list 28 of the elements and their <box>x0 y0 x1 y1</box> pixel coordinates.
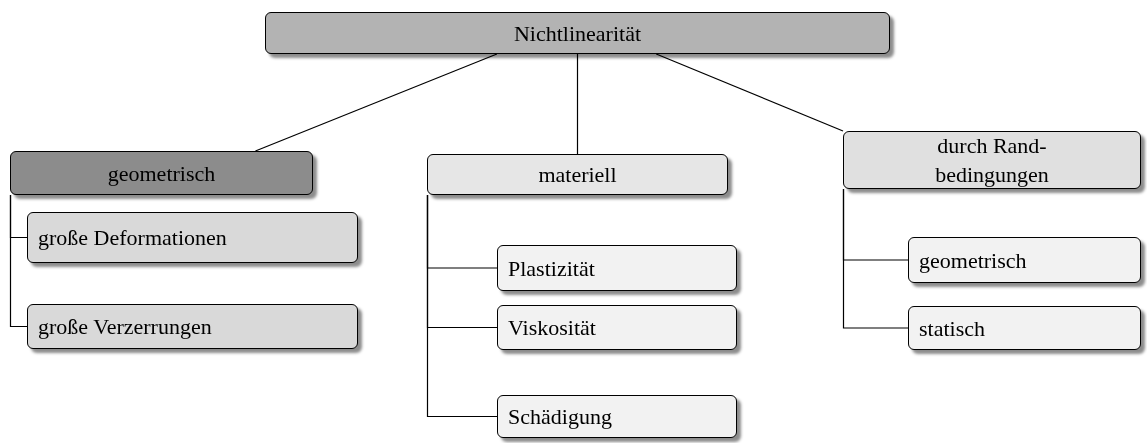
category-box <box>497 395 737 438</box>
box-label: geometrisch <box>107 159 216 188</box>
category-box <box>843 131 1141 189</box>
box-label: materiell <box>538 161 617 189</box>
category-box <box>497 305 737 350</box>
connector-line <box>655 53 844 132</box>
category-box <box>265 12 890 54</box>
category-box <box>10 151 313 195</box>
box-label: statisch <box>919 314 985 343</box>
box-label: Viskosität <box>508 314 596 342</box>
connector-line <box>576 53 579 155</box>
connector-line <box>842 188 909 329</box>
category-box <box>27 304 358 349</box>
category-box <box>908 237 1141 283</box>
category-box <box>497 245 737 291</box>
box-label: große Verzerrungen <box>38 313 212 341</box>
box-label: durch Rand- bedingungen <box>934 132 1050 189</box>
category-box <box>908 306 1141 350</box>
box-label: große Deformationen <box>38 224 227 252</box>
category-box <box>27 212 358 263</box>
box-label: Schädigung <box>508 403 612 431</box>
box-label: Plastizität <box>508 254 595 283</box>
box-label: geometrisch <box>919 246 1027 275</box>
connector-line <box>9 194 28 328</box>
category-box <box>427 154 728 195</box>
connector-line <box>426 194 498 418</box>
connector-line <box>254 53 498 152</box>
box-label: Nichtlinearität <box>513 19 642 48</box>
